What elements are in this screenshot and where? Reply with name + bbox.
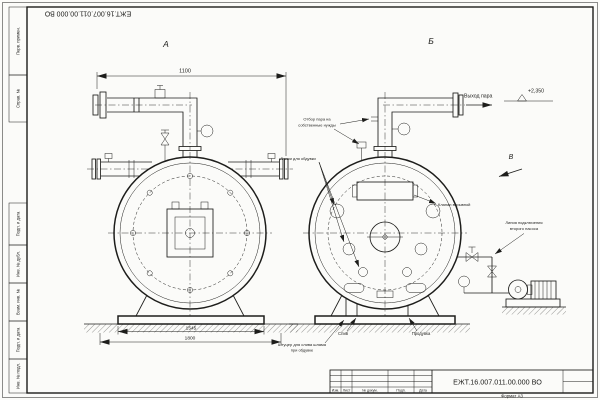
label-explosion-valve: Клапан взрывной (438, 202, 470, 207)
stamp-podp-data-2: Подп. и дата (16, 327, 21, 352)
top-doc-number: ЕЖТ.16.007.011.00.000 ВО (44, 10, 131, 17)
dimension-1800: 1800 (99, 333, 282, 345)
view-b-label: Б (428, 36, 434, 46)
label-own-needs-1: Отбор пара на (303, 117, 331, 122)
own-needs-fitting (356, 116, 378, 160)
label-pump-line-2: второго насоса (510, 226, 539, 231)
label-own-needs-2: собственные нужды (298, 123, 336, 128)
tb-col-sign: Подп. (396, 389, 405, 393)
shell-valve-a-icon (160, 129, 170, 161)
pressure-gauge-a-icon (197, 124, 214, 138)
drain-callout: Слив (338, 317, 357, 336)
label-blow-hatches: Лючки для обдувки (280, 156, 315, 161)
tb-col-doc: № докум. (362, 389, 377, 393)
stamp-podp-data-1: Подп. и дата (16, 211, 21, 236)
center-port (367, 221, 403, 253)
elevation-text: +2,350 (528, 89, 544, 95)
blowdown-callout: Продувка (408, 317, 431, 336)
dimension-1545: 1545 (117, 326, 265, 335)
view-a: А (84, 39, 298, 345)
bolt-holes-a (130, 173, 250, 293)
view-v-label: В (509, 154, 514, 161)
format-label: Формат А3 (501, 394, 523, 399)
own-needs-callout: Отбор пара на собственные нужды (298, 117, 370, 145)
dimension-1100: 1100 (96, 69, 287, 156)
dim-1100-text: 1100 (179, 69, 191, 75)
label-steam-out: Выход пара (464, 94, 493, 100)
label-drain: Слив (338, 331, 349, 336)
stamp-sprav: Справ. № (16, 88, 21, 108)
label-pump-line-1: Линия подключения (505, 220, 542, 225)
label-sludge-1: Штуцер для слива шлама (278, 342, 327, 347)
margin-stamps: Перв. примен. Справ. № Подп. и дата Инв.… (8, 6, 28, 394)
pump-piping (457, 246, 509, 294)
stamp-inv-dubl: Инв. № дубл. (16, 251, 21, 277)
stamp-inv-podl: Инв. № подл. (16, 363, 21, 389)
dim-1800-text: 1800 (185, 336, 196, 342)
pump-unit (502, 279, 566, 315)
burner-door (166, 201, 214, 258)
tb-doc-number: ЕЖТ.16.007.011.00.000 ВО (453, 378, 542, 387)
tb-col-izm: Изм. (332, 389, 340, 393)
view-a-label: А (162, 39, 169, 49)
steam-pipe-b (373, 92, 465, 157)
elevation-mark: +2,350 (504, 89, 553, 102)
blow-hatches-callout: Лючки для обдувки (280, 156, 360, 268)
title-block: Изм. Лист № докум. Подп. Дата ЕЖТ.16.007… (329, 369, 594, 399)
doc-number-rotated: ЕЖТ.16.007.011.00.000 ВО (44, 10, 131, 17)
pump-line-callout: Линия подключения второго насоса (494, 220, 543, 255)
view-b: Б Выход пара +2,350 (278, 36, 566, 353)
sludge-callout: Штуцер для слива шлама при обдувке (278, 319, 345, 353)
steam-outlet-callout: Выход пара (464, 94, 493, 108)
stamp-perv-primen: Перв. примен. (16, 27, 21, 55)
view-v-arrow: В (498, 154, 523, 177)
pipe-gauge-icon (458, 275, 470, 288)
dim-1545-text: 1545 (186, 326, 197, 332)
label-sludge-2: при обдувке (291, 348, 314, 353)
shell-ports (329, 203, 441, 298)
label-blowdown: Продувка (412, 331, 431, 336)
explosion-valve-callout: Клапан взрывной (413, 194, 470, 207)
support-b (289, 294, 470, 333)
support-a (84, 294, 298, 333)
tb-col-date: Дата (419, 389, 427, 393)
steam-pipe-a (92, 85, 202, 157)
explosion-valve (352, 181, 418, 201)
stamp-vzam-inv: Взам. инв. № (16, 289, 21, 315)
tb-col-list: Лист (343, 389, 351, 393)
pressure-gauge-b-icon (392, 122, 411, 136)
